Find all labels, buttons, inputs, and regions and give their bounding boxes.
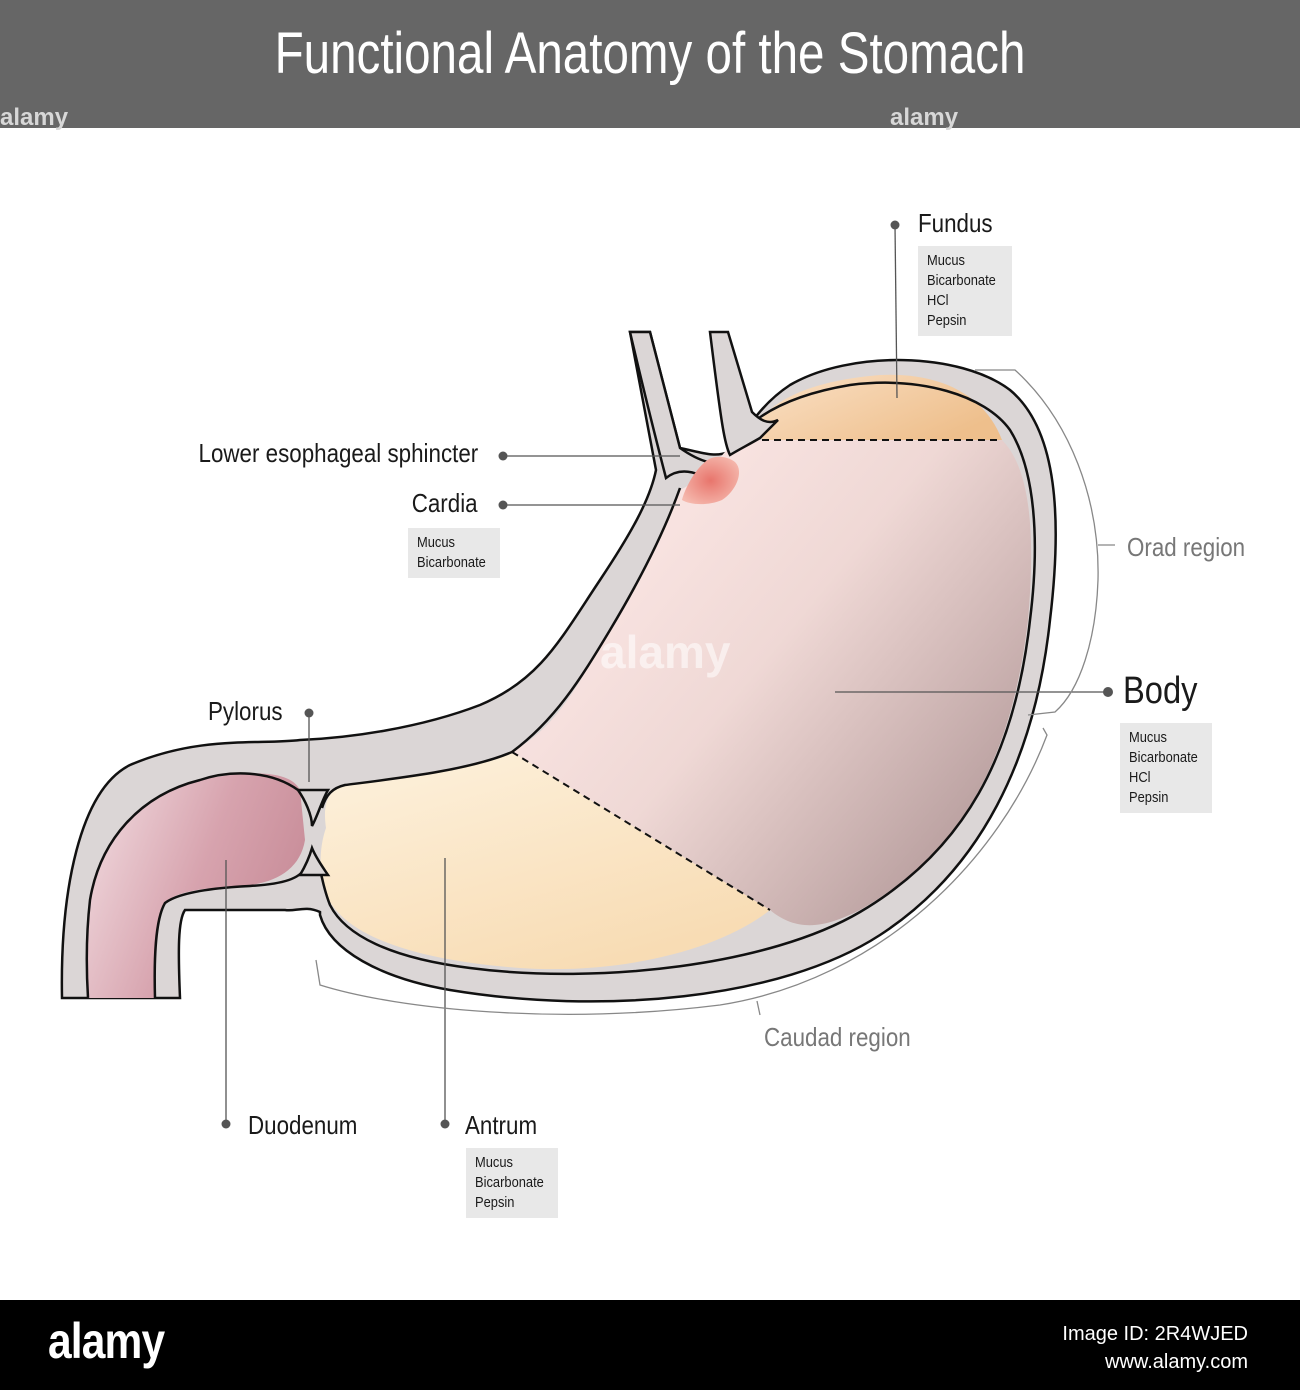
secretion-item: Bicarbonate [1129,749,1198,766]
watermark-text: alamy [600,626,731,678]
esophagus-wall-left [628,330,710,481]
pylorus-sphincter-top [295,788,331,827]
pylorus-label: Pylorus [208,696,283,726]
page-title: Functional Anatomy of the Stomach [274,21,1026,86]
orad-region-label: Orad region [1127,532,1246,562]
secretion-item: Pepsin [1129,789,1169,806]
secretion-item: Bicarbonate [417,554,486,571]
secretion-item: Pepsin [927,312,967,329]
secretion-item: Mucus [475,1154,514,1171]
secretion-item: HCl [1129,769,1151,786]
duodenum-inner-wall-lower [153,867,307,999]
body-secretions: Mucus Bicarbonate HCl Pepsin [1120,723,1212,813]
leader-lines [225,224,1108,1124]
inner-wall-greater [316,381,1037,976]
duodenum-label: Duodenum [248,1110,358,1140]
alamy-logo: alamy [48,1313,165,1369]
secretion-item: Mucus [1129,729,1168,746]
image-info: Image ID: 2R4WJED www.alamy.com [1062,1320,1248,1376]
orad-bracket [975,369,1099,716]
caudad-bracket [315,727,1048,1015]
lower-esophageal-sphincter [682,456,740,505]
cardia-secretions: Mucus Bicarbonate [408,528,500,578]
les-label: Lower esophageal sphincter [198,438,478,468]
inner-wall-lesser [320,487,682,809]
secretion-item: Bicarbonate [475,1174,544,1191]
secretion-item: Pepsin [475,1194,515,1211]
pylorus-sphincter-bottom [297,844,331,877]
leader-dots [221,220,1113,1129]
footer-bar: alamy Image ID: 2R4WJED www.alamy.com [0,1300,1300,1390]
watermark-text: alamy [890,104,959,131]
site-url[interactable]: www.alamy.com [1105,1351,1248,1373]
antrum-secretions: Mucus Bicarbonate Pepsin [466,1148,558,1218]
secretion-item: HCl [927,292,949,309]
cardia-label: Cardia [412,488,478,518]
caudad-bracket-tick [756,1000,761,1016]
antrum-region [320,752,770,970]
esophagus-wall-right [708,330,779,457]
body-antrum-boundary [511,751,771,911]
body-label: Body [1123,670,1198,712]
antrum-label: Antrum [465,1110,538,1140]
secretion-item: Mucus [417,534,456,551]
fundus-label: Fundus [918,208,993,238]
title-bar: Functional Anatomy of the Stomach [0,0,1300,128]
watermark-text: alamy [0,104,69,131]
duodenum-region [86,773,305,998]
secretion-item: Bicarbonate [927,272,996,289]
image-id: Image ID: 2R4WJED [1062,1323,1248,1345]
body-region [512,440,1032,926]
duodenum-inner-wall [85,772,299,999]
caudad-region-label: Caudad region [764,1022,911,1052]
secretion-item: Mucus [927,252,966,269]
fundus-secretions: Mucus Bicarbonate HCl Pepsin [918,246,1012,336]
